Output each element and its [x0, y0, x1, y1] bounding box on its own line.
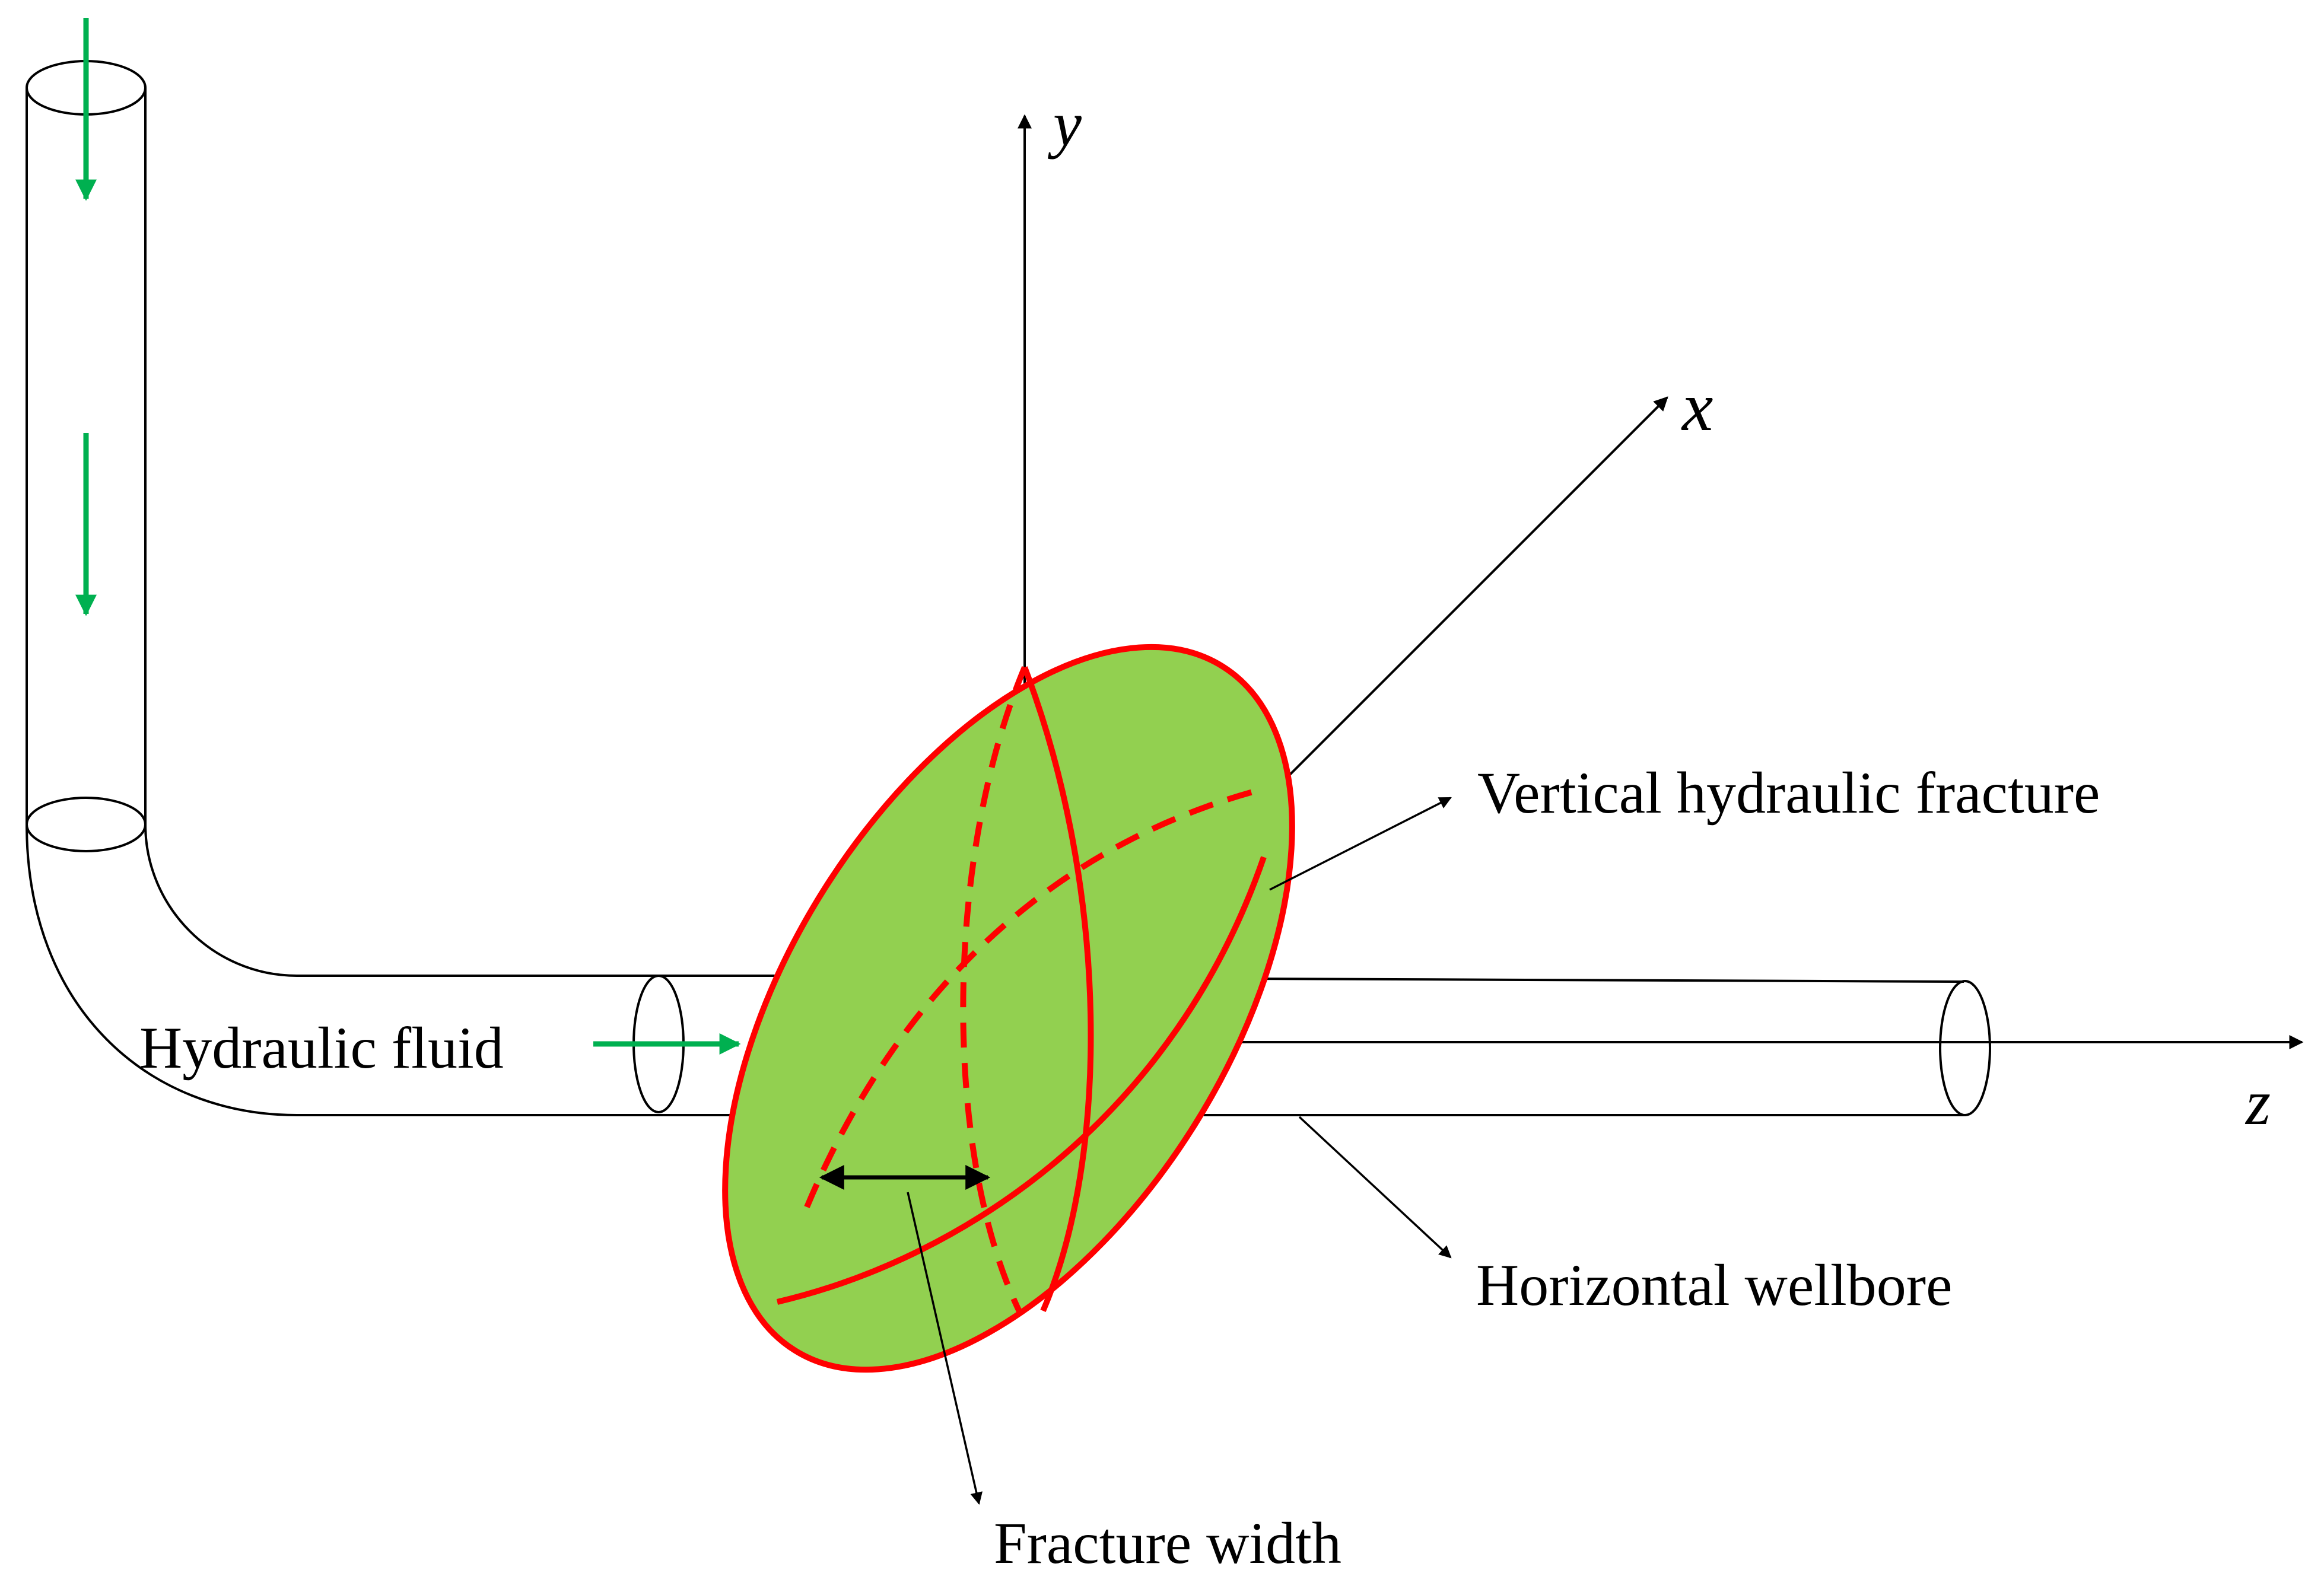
z-axis-label: z [2244, 1068, 2271, 1138]
hydraulic-fluid-label: Hydraulic fluid [139, 1015, 504, 1081]
x-axis-label: x [1681, 368, 1713, 445]
fracture-disc [722, 644, 1295, 1373]
vertical-pipe-joint [26, 797, 147, 852]
vertical-hydraulic-fracture [722, 644, 1295, 1373]
flow-arrows [75, 18, 741, 1055]
fracture-hidden-horizontal-contour [804, 786, 1265, 1208]
vertical-fracture-leader [1269, 797, 1452, 891]
fracture-front-vertical-contour [1022, 666, 1094, 1312]
bend-outer-wall [26, 824, 297, 1116]
fracture-width-label: Fracture width [994, 1510, 1341, 1576]
y-axis-label: y [1047, 89, 1082, 160]
horizontal-wellbore-label: Horizontal wellbore [1476, 1252, 1953, 1318]
fracture-front-horizontal-contour [776, 856, 1267, 1305]
horizontal-wellbore-leader [1298, 1116, 1452, 1259]
fracture-hidden-vertical-contour [960, 666, 1028, 1316]
vertical-fracture-label: Vertical hydraulic fracture [1477, 760, 2100, 826]
leader-lines [907, 797, 1452, 1505]
horizontal-pipe-end-opening [1939, 980, 1991, 1116]
fracture-width-leader [907, 1192, 983, 1505]
horizontal-pipe-top-wall-right [1245, 978, 1964, 983]
bend-inner-wall [144, 824, 297, 977]
